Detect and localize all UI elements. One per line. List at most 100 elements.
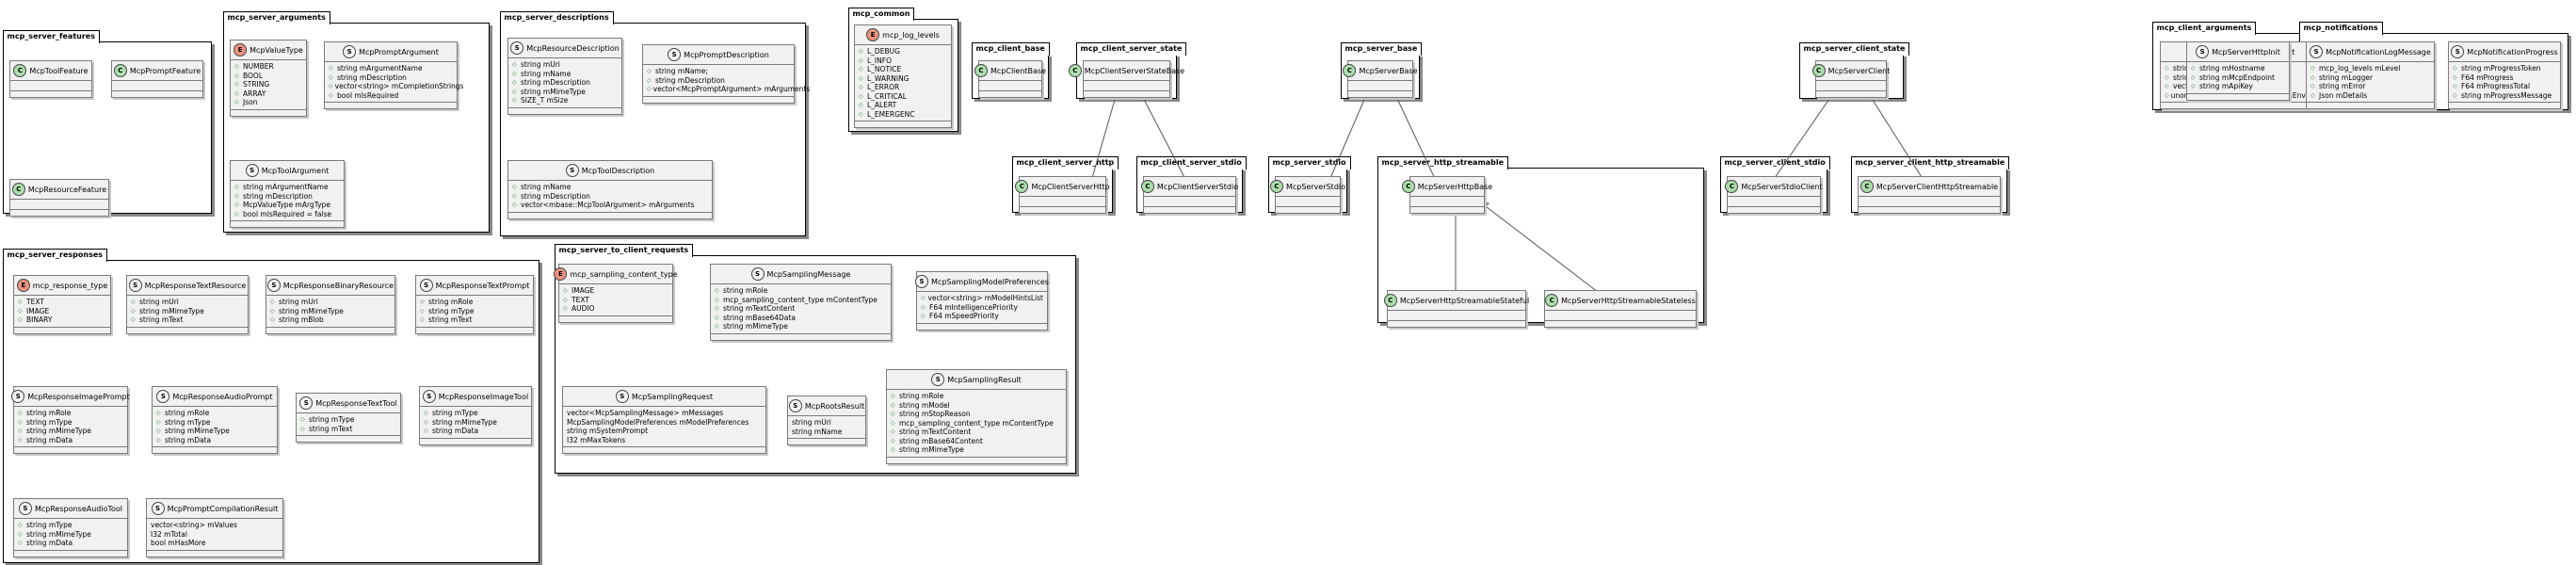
- class-members: [979, 81, 1041, 90]
- class-member: ◇IMAGE: [563, 286, 595, 295]
- class-name: McpNotificationProgress: [2467, 47, 2558, 56]
- class-members: [1084, 81, 1169, 90]
- class-members: ◇L_DEBUG◇L_INFO◇L_NOTICE◇L_WARNING◇L_ERR…: [855, 45, 951, 121]
- class-member: ◇string mArgumentName: [329, 64, 423, 73]
- class-badge-icon: C: [1068, 64, 1082, 77]
- class-members: ◇mcp_log_levels mLevel◇string mLogger◇st…: [2307, 62, 2434, 102]
- class-member: ◇string mMcpEndpoint: [2191, 73, 2275, 82]
- class-member: ◇string mDescription: [512, 191, 590, 201]
- class-member: ◇string mModel: [891, 400, 950, 410]
- package-label: mcp_client_arguments: [2151, 22, 2257, 35]
- member-visibility-icon: ◇: [715, 314, 719, 321]
- struct-badge-icon: S: [343, 45, 357, 58]
- class-member: ◇vector<mbase::McpToolArgument> mArgumen…: [512, 201, 695, 209]
- class-members: ◇string mUri◇string mMimeType◇string mBl…: [266, 296, 394, 327]
- member-visibility-icon: ◇: [512, 184, 517, 190]
- class-name: McpResponseAudioPrompt: [172, 392, 273, 401]
- class-member: string mSystemPrompt: [567, 427, 649, 435]
- member-visibility-icon: ◇: [18, 307, 23, 315]
- class-name: McpServerBase: [1359, 66, 1418, 75]
- class-member: ◇string mMimeType: [18, 529, 91, 539]
- struct-badge-icon: S: [510, 41, 524, 55]
- class-name: McpResourceDescription: [526, 43, 620, 53]
- class-name: McpServerStdioClient: [1741, 182, 1823, 191]
- struct-badge-icon: S: [788, 399, 802, 412]
- class-members: [1410, 197, 1484, 206]
- class-member: ◇string mUri: [270, 298, 318, 306]
- member-visibility-icon: ◇: [512, 192, 517, 200]
- class-name: McpPromptCompilationResult: [167, 504, 279, 513]
- member-visibility-icon: ◇: [715, 323, 719, 330]
- struct-badge-icon: S: [931, 373, 945, 386]
- member-visibility-icon: ◇: [859, 84, 863, 90]
- class-member: ◇bool mIsRequired = false: [234, 209, 332, 218]
- class-member: ◇TEXT: [563, 295, 589, 304]
- class-name: McpResponseTextTool: [315, 398, 397, 408]
- class-member: ◇F64 mIntelligencePriority: [921, 302, 1018, 312]
- struct-badge-icon: S: [245, 164, 259, 177]
- class-members: [1816, 81, 1886, 90]
- class-member: ◇string mName: [512, 69, 572, 78]
- class-member: ◇L_ERROR: [859, 83, 900, 91]
- member-visibility-icon: ◇: [18, 522, 23, 528]
- class-badge-icon: C: [1860, 180, 1874, 193]
- member-visibility-icon: ◇: [2453, 83, 2457, 89]
- package-label: mcp_client_base: [971, 42, 1050, 56]
- member-visibility-icon: ◇: [859, 110, 863, 118]
- struct-badge-icon: S: [2310, 45, 2324, 58]
- class-member: McpSamplingModelPreferences mModelPrefer…: [567, 417, 749, 427]
- class-member: ◇string mData: [18, 539, 73, 547]
- member-visibility-icon: ◇: [234, 81, 239, 88]
- member-visibility-icon: ◇: [647, 86, 652, 92]
- class-member: ◇string mProgressMessage: [2453, 90, 2552, 100]
- member-visibility-icon: ◇: [234, 89, 239, 97]
- class-members: ◇NUMBER◇BOOL◇STRING◇ARRAY◇Json: [231, 60, 306, 109]
- member-visibility-icon: ◇: [300, 425, 305, 432]
- package-label: mcp_server_http_streamable: [1377, 156, 1509, 170]
- class-badge-icon: C: [1811, 64, 1826, 77]
- class-members: [1545, 311, 1696, 320]
- class-member: ◇string mArgumentName: [234, 183, 329, 191]
- member-visibility-icon: ◇: [424, 428, 428, 434]
- class-member: ◇Json mDetails: [2310, 90, 2368, 100]
- member-visibility-icon: ◇: [715, 305, 719, 312]
- class-name: McpResponseTextResource: [144, 281, 247, 290]
- class-member: string mUri: [792, 418, 831, 427]
- class-members: [1388, 311, 1525, 320]
- class-name: McpToolArgument: [261, 166, 330, 175]
- member-visibility-icon: ◇: [563, 287, 568, 294]
- member-visibility-icon: ◇: [859, 74, 863, 82]
- class-name: McpToolFeature: [29, 66, 89, 75]
- class-name: McpSamplingMessage: [766, 269, 851, 279]
- member-visibility-icon: ◇: [563, 305, 568, 312]
- member-visibility-icon: ◇: [647, 68, 652, 74]
- class-name: mcp_sampling_content_type: [570, 269, 678, 279]
- class-member: ◇string mStopReason: [891, 410, 971, 418]
- class-member: ◇string mUri: [512, 60, 560, 69]
- package-label: mcp_server_arguments: [222, 11, 330, 24]
- member-visibility-icon: ◇: [270, 307, 275, 315]
- class-name: McpResponseAudioTool: [34, 504, 123, 513]
- package-label: mcp_common: [847, 8, 915, 21]
- package-label: mcp_server_descriptions: [499, 11, 614, 24]
